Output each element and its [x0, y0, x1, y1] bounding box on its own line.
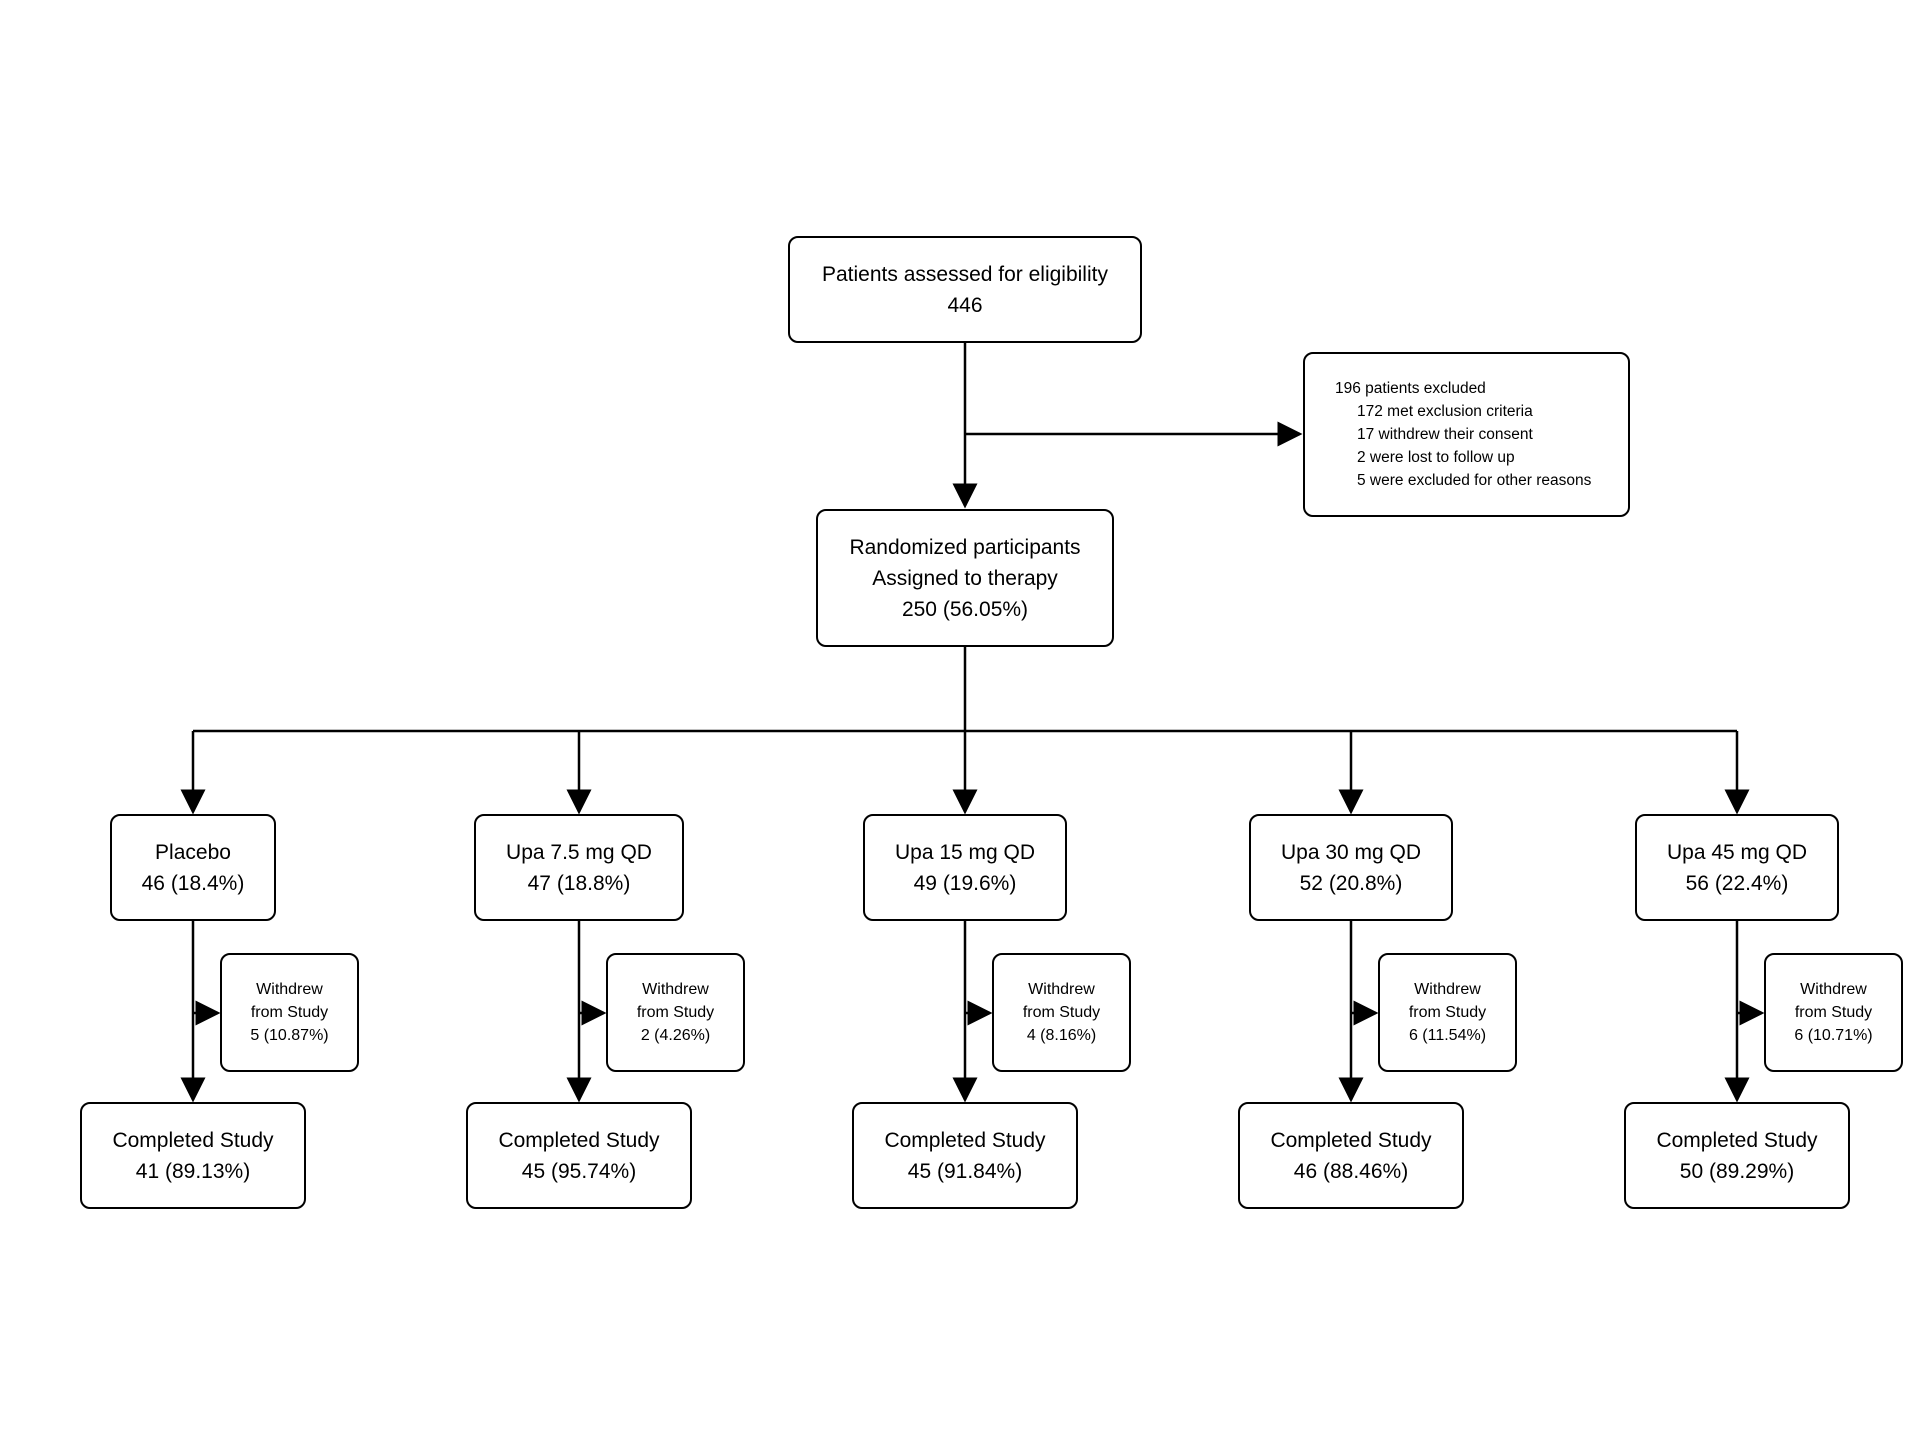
arm-name: Upa 30 mg QD: [1280, 840, 1422, 864]
completed-label: Completed Study: [1656, 1128, 1818, 1152]
withdrew-label: Withdrew: [256, 981, 323, 998]
withdrew-count: 6 (11.54%): [1408, 1027, 1487, 1044]
screening-box: Patients assessed for eligibility 446: [788, 236, 1142, 343]
withdrew-sublabel: from Study: [1022, 1004, 1101, 1021]
exclusion-reason: 2 were lost to follow up: [1357, 449, 1515, 466]
randomized-sublabel: Assigned to therapy: [872, 566, 1058, 590]
completed-count: 46 (88.46%): [1293, 1159, 1409, 1183]
arm-count: 47 (18.8%): [527, 871, 631, 895]
arm-count: 46 (18.4%): [141, 871, 245, 895]
exclusion-box: 196 patients excluded 172 met exclusion …: [1303, 352, 1630, 517]
randomized-count: 250 (56.05%): [901, 597, 1029, 621]
withdrew-label: Withdrew: [1800, 981, 1867, 998]
arm-box-upa-15: Upa 15 mg QD 49 (19.6%): [863, 814, 1067, 921]
arm-box-placebo: Placebo 46 (18.4%): [110, 814, 276, 921]
completed-count: 41 (89.13%): [135, 1159, 251, 1183]
withdrew-count: 4 (8.16%): [1026, 1027, 1097, 1044]
withdrew-sublabel: from Study: [1794, 1004, 1873, 1021]
withdrew-sublabel: from Study: [1408, 1004, 1487, 1021]
completed-label: Completed Study: [1270, 1128, 1432, 1152]
withdrew-label: Withdrew: [642, 981, 709, 998]
completed-label: Completed Study: [884, 1128, 1046, 1152]
exclusion-reason: 5 were excluded for other reasons: [1357, 472, 1592, 489]
completed-box-upa-7-5: Completed Study 45 (95.74%): [466, 1102, 692, 1209]
withdrew-sublabel: from Study: [250, 1004, 329, 1021]
randomized-label: Randomized participants: [849, 535, 1081, 559]
completed-count: 45 (95.74%): [521, 1159, 637, 1183]
arm-box-upa-7-5: Upa 7.5 mg QD 47 (18.8%): [474, 814, 684, 921]
screening-label: Patients assessed for eligibility: [822, 262, 1108, 286]
completed-label: Completed Study: [498, 1128, 660, 1152]
withdrew-box-upa-45: Withdrew from Study 6 (10.71%): [1764, 953, 1903, 1072]
withdrew-sublabel: from Study: [636, 1004, 715, 1021]
arm-count: 56 (22.4%): [1685, 871, 1789, 895]
exclusion-title: 196 patients excluded: [1335, 380, 1486, 397]
completed-box-placebo: Completed Study 41 (89.13%): [80, 1102, 306, 1209]
withdrew-box-upa-30: Withdrew from Study 6 (11.54%): [1378, 953, 1517, 1072]
withdrew-count: 2 (4.26%): [640, 1027, 711, 1044]
withdrew-count: 6 (10.71%): [1794, 1027, 1873, 1044]
arm-name: Upa 45 mg QD: [1666, 840, 1808, 864]
arm-name: Upa 7.5 mg QD: [506, 840, 652, 864]
withdrew-box-upa-15: Withdrew from Study 4 (8.16%): [992, 953, 1131, 1072]
arm-count: 49 (19.6%): [913, 871, 1017, 895]
randomized-box: Randomized participants Assigned to ther…: [816, 509, 1114, 647]
withdrew-box-placebo: Withdrew from Study 5 (10.87%): [220, 953, 359, 1072]
completed-label: Completed Study: [112, 1128, 274, 1152]
completed-box-upa-30: Completed Study 46 (88.46%): [1238, 1102, 1464, 1209]
arm-box-upa-45: Upa 45 mg QD 56 (22.4%): [1635, 814, 1839, 921]
arm-count: 52 (20.8%): [1299, 871, 1403, 895]
arm-name: Placebo: [155, 840, 231, 864]
screening-count: 446: [947, 293, 983, 317]
arm-box-upa-30: Upa 30 mg QD 52 (20.8%): [1249, 814, 1453, 921]
withdrew-box-upa-7-5: Withdrew from Study 2 (4.26%): [606, 953, 745, 1072]
exclusion-reason: 17 withdrew their consent: [1357, 426, 1533, 443]
withdrew-count: 5 (10.87%): [250, 1027, 329, 1044]
withdrew-label: Withdrew: [1028, 981, 1095, 998]
completed-box-upa-45: Completed Study 50 (89.29%): [1624, 1102, 1850, 1209]
arm-name: Upa 15 mg QD: [894, 840, 1036, 864]
exclusion-reason: 172 met exclusion criteria: [1357, 403, 1533, 420]
completed-count: 45 (91.84%): [907, 1159, 1023, 1183]
completed-box-upa-15: Completed Study 45 (91.84%): [852, 1102, 1078, 1209]
completed-count: 50 (89.29%): [1679, 1159, 1795, 1183]
withdrew-label: Withdrew: [1414, 981, 1481, 998]
